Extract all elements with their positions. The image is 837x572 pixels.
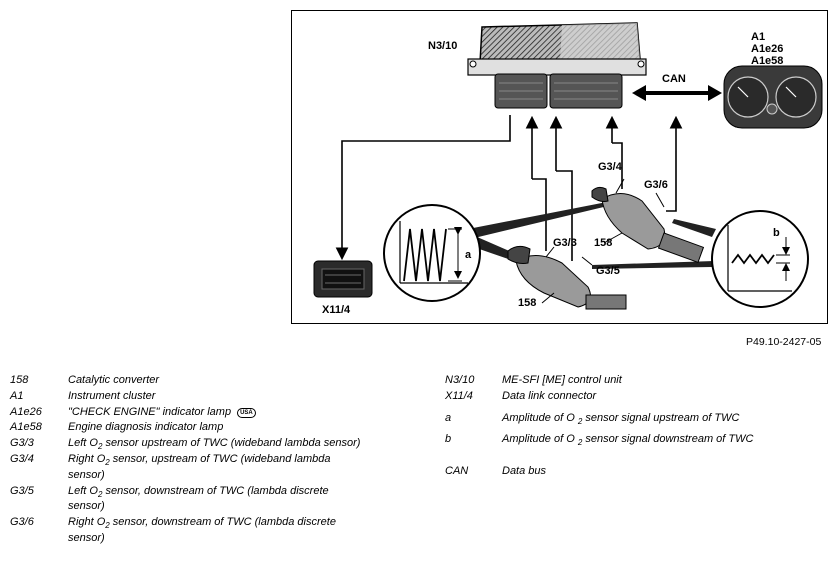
label-can: CAN <box>662 73 686 85</box>
legend-code: CAN <box>445 465 469 478</box>
legend-desc-sub: 2 <box>97 489 103 499</box>
legend-row: N3/10 ME-SFI [ME] control unit <box>445 373 825 389</box>
legend-desc-pre: Amplitude of O <box>502 411 578 424</box>
legend-desc: ME-SFI [ME] control unit <box>502 374 622 386</box>
figure-reference: P49.10-2427-05 <box>746 336 822 348</box>
signal-wires <box>335 115 683 261</box>
legend-desc: Right O2 sensor, downstream of TWC (lamb… <box>68 515 368 547</box>
legend-row: A1 Instrument cluster <box>10 389 390 405</box>
legend-code: b <box>445 433 452 446</box>
leader-lines <box>541 178 665 304</box>
legend-row: A1e58 Engine diagnosis indicator lamp <box>10 420 390 436</box>
legend-row: G3/3 Left O2 sensor upstream of TWC (wid… <box>10 436 390 452</box>
legend-row: A1e26 "CHECK ENGINE" indicator lamp USA <box>10 405 390 421</box>
diagram-frame: N3/10 A1 A1e26 A1e58 CAN G3/4 G3/6 G3/3 … <box>291 10 828 324</box>
label-cluster-a1e26: A1e26 <box>751 43 784 55</box>
legend-desc-sub: 2 <box>577 438 583 448</box>
legend-row: X11/4 Data link connector <box>445 389 825 405</box>
usa-badge-icon: USA <box>237 407 256 418</box>
legend-code: G3/5 <box>10 484 34 497</box>
label-catalytic-left: 158 <box>518 297 537 309</box>
legend-desc-pre: Amplitude of O <box>502 433 578 446</box>
legend-desc-post: sensor, downstream of TWC (lambda discre… <box>68 484 329 513</box>
catalytic-converter-right <box>591 186 705 264</box>
downstream-signal-detail <box>711 210 809 308</box>
legend-code: 158 <box>10 374 29 386</box>
system-diagram-svg <box>313 22 823 310</box>
legend-code: G3/6 <box>10 516 34 529</box>
legend-code: A1 <box>10 389 24 402</box>
legend-desc-post: sensor, downstream of TWC (lambda discre… <box>68 516 336 544</box>
legend-desc-pre: Right O <box>68 452 106 465</box>
legend-row: 158 Catalytic converter <box>10 373 390 389</box>
legend-row: CAN Data bus <box>445 464 825 480</box>
legend-desc-sub: 2 <box>577 416 583 426</box>
label-g33: G3/3 <box>553 237 577 249</box>
label-cluster-a1e58: A1e58 <box>751 55 784 67</box>
catalytic-converter-left <box>507 245 627 310</box>
legend-desc: Right O2 sensor, upstream of TWC (wideba… <box>68 452 368 484</box>
ecu-unit <box>467 22 647 109</box>
label-amplitude-a: a <box>465 249 472 261</box>
legend-desc-post: sensor signal downstream of TWC <box>582 433 754 446</box>
legend-row: a Amplitude of O 2 sensor signal upstrea… <box>445 411 825 427</box>
legend-desc-sub: 2 <box>105 521 110 531</box>
legend-code: N3/10 <box>445 374 475 386</box>
legend-row: G3/4 Right O2 sensor, upstream of TWC (w… <box>10 452 390 484</box>
legend-desc: Data bus <box>502 465 547 478</box>
legend-desc: Instrument cluster <box>68 389 156 402</box>
legend-desc: Amplitude of O 2 sensor signal upstream … <box>502 411 822 427</box>
legend-desc-post: sensor, upstream of TWC (wideband lambda… <box>68 452 331 481</box>
legend-row: G3/5 Left O2 sensor, downstream of TWC (… <box>10 484 390 516</box>
legend-desc: "CHECK ENGINE" indicator lamp USA <box>68 405 368 421</box>
upstream-signal-detail <box>383 204 481 302</box>
legend-code: G3/3 <box>10 437 34 450</box>
data-link-connector <box>313 260 373 298</box>
legend-desc-pre: Left O <box>68 484 98 497</box>
legend-code: G3/4 <box>10 452 34 465</box>
legend-desc: Catalytic converter <box>68 374 160 386</box>
legend-row: G3/6 Right O2 sensor, downstream of TWC … <box>10 515 390 547</box>
legend-desc: Amplitude of O 2 sensor signal downstrea… <box>502 432 822 448</box>
label-catalytic-right: 158 <box>594 237 613 249</box>
legend-code: A1e58 <box>10 421 42 434</box>
legend-code: X11/4 <box>445 389 473 402</box>
legend-desc: Engine diagnosis indicator lamp <box>68 421 224 434</box>
label-g35: G3/5 <box>596 265 620 277</box>
legend-desc: Data link connector <box>502 389 597 402</box>
legend-desc-pre: Right O <box>68 516 106 529</box>
legend-desc-sub: 2 <box>97 442 103 452</box>
legend-code: a <box>445 411 452 424</box>
label-g34: G3/4 <box>598 161 622 173</box>
legend-desc: Left O2 sensor upstream of TWC (wideband… <box>68 436 368 452</box>
legend-desc: Left O2 sensor, downstream of TWC (lambd… <box>68 484 368 516</box>
legend-desc-post: sensor signal upstream of TWC <box>582 411 740 424</box>
can-bus-arrow <box>632 85 722 101</box>
legend-code: A1e26 <box>10 405 42 418</box>
instrument-cluster <box>723 65 823 129</box>
legend-right: N3/10 ME-SFI [ME] control unit X11/4 Dat… <box>445 373 825 480</box>
legend-desc-text: "CHECK ENGINE" indicator lamp <box>68 405 232 418</box>
label-g36: G3/6 <box>644 179 668 191</box>
label-ecu: N3/10 <box>428 40 458 52</box>
legend-desc-post: sensor upstream of TWC (wideband lambda … <box>102 437 361 450</box>
label-amplitude-b: b <box>773 227 780 239</box>
label-connector: X11/4 <box>322 304 351 316</box>
legend-row: b Amplitude of O 2 sensor signal downstr… <box>445 432 825 448</box>
label-cluster-a1: A1 <box>751 31 766 43</box>
legend-left: 158 Catalytic converter A1 Instrument cl… <box>10 373 390 547</box>
legend-desc-sub: 2 <box>105 457 110 467</box>
legend-desc-pre: Left O <box>68 437 98 450</box>
